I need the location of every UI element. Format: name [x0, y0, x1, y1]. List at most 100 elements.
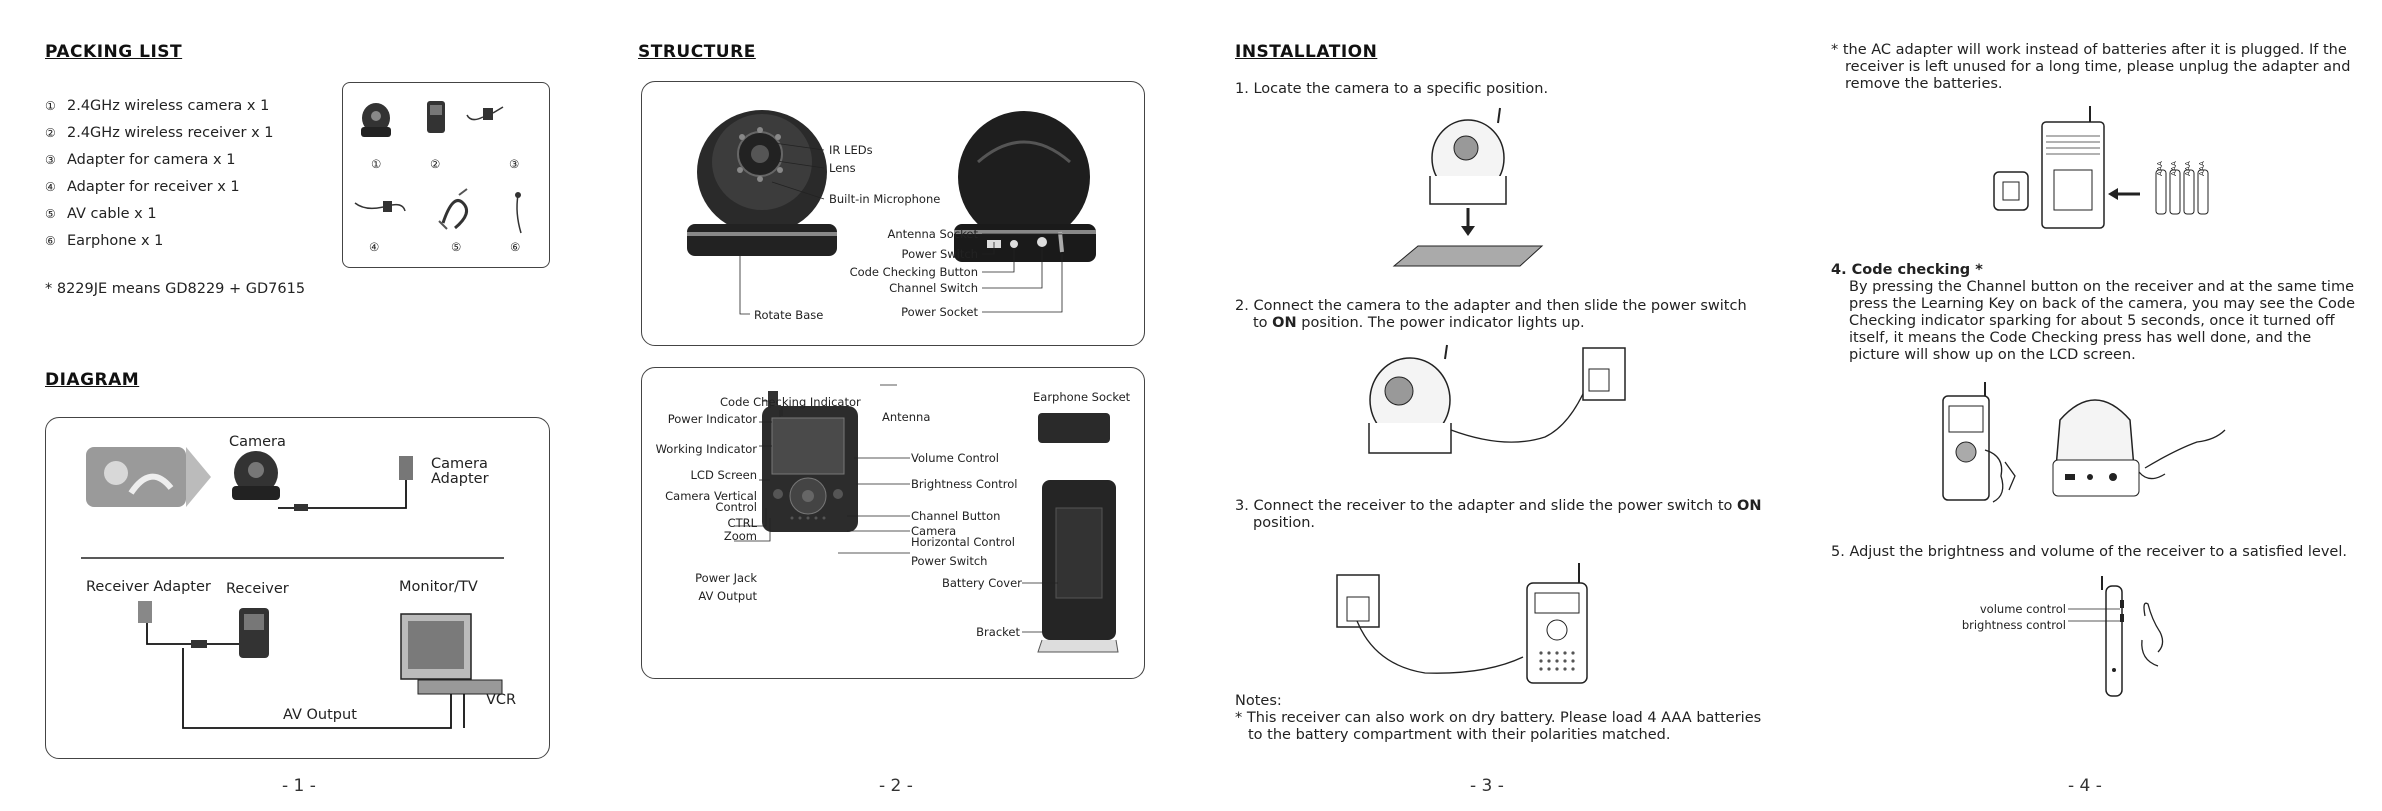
label-brightness-control: Brightness Control: [911, 477, 1018, 491]
label-lens: Lens: [829, 161, 856, 175]
label-battery-cover: Battery Cover: [942, 576, 1022, 590]
brightness-volume-illustration: [2101, 576, 2164, 697]
step-1-illustration: [1392, 107, 1544, 267]
label-av-output: AV Output: [283, 707, 357, 723]
label-camera-adapter-2: Adapter: [431, 471, 489, 487]
label-lcd-screen: LCD Screen: [690, 468, 757, 482]
step-3-on: ON: [1737, 498, 1762, 514]
volume-control-label: volume control: [1979, 602, 2066, 616]
note-text-b: to the battery compartment with their po…: [1248, 727, 1671, 743]
list-item: ① 2.4GHz wireless camera x 1: [45, 98, 269, 114]
list-item-text: 2.4GHz wireless receiver x 1: [67, 125, 274, 141]
notes-title: Notes:: [1235, 693, 1282, 709]
label-power-switch: Power Switch: [901, 247, 978, 261]
label-monitor: Monitor/TV: [399, 579, 478, 595]
step-4-line: press the Learning Key on back of the ca…: [1849, 296, 2356, 312]
label-camera-horizontal-2: Horizontal Control: [911, 535, 1015, 549]
label-power-jack: Power Jack: [695, 571, 757, 585]
label-camera-vertical-1: Camera Vertical: [665, 489, 757, 503]
label-antenna-socket: Antenna Socket: [887, 227, 978, 241]
label-code-checking-indicator: Code Checking Indicator: [720, 395, 861, 409]
step-4-line: By pressing the Channel button on the re…: [1849, 279, 2354, 295]
photo-number: ②: [430, 157, 441, 171]
step-4-line: itself, it means the Code Checking press…: [1849, 330, 2312, 346]
packing-list-title: PACKING LIST: [45, 42, 183, 62]
list-item: ③ Adapter for camera x 1: [45, 152, 235, 168]
list-item: ④ Adapter for receiver x 1: [45, 179, 240, 195]
step-4-line: Checking indicator sparking for about 5 …: [1849, 313, 2335, 329]
adapter-note-b: receiver is left unused for a long time,…: [1845, 59, 2351, 75]
label-camera-horizontal-1: Camera: [911, 524, 957, 538]
label-antenna: Antenna: [882, 410, 931, 424]
camera-structure-illustration: [687, 110, 1096, 315]
diagram-box: Camera Camera Adapter Receiver Adapter R…: [45, 417, 550, 759]
label-ir-leds: IR LEDs: [829, 143, 873, 157]
step-3-illustration: [1336, 563, 1588, 684]
list-item-number: ②: [45, 126, 56, 140]
step-4-title: 4. Code checking *: [1831, 262, 1983, 278]
page-number: - 2 -: [879, 776, 913, 796]
step-2-text-a: 2. Connect the camera to the adapter and…: [1235, 298, 1747, 314]
control-pointer-lines: [2068, 608, 2120, 622]
list-item-number: ③: [45, 153, 56, 167]
receiver-structure-illustration: [734, 384, 1119, 653]
diagram-title: DIAGRAM: [45, 370, 140, 390]
label-working-indicator: Working Indicator: [655, 442, 757, 456]
connection-diagram-illustration: [81, 447, 504, 729]
battery-label: AAA: [2198, 161, 2206, 176]
list-item-text: 2.4GHz wireless camera x 1: [67, 98, 270, 114]
packing-photo-box: ① ② ③ ④ ⑤ ⑥: [342, 82, 550, 268]
label-volume-control: Volume Control: [911, 451, 999, 465]
adapter-note-c: remove the batteries.: [1845, 76, 2003, 92]
battery-illustration: [1993, 106, 2209, 229]
list-item-text: AV cable x 1: [67, 206, 157, 222]
label-rotate-base: Rotate Base: [754, 308, 824, 322]
label-vcr: VCR: [486, 692, 517, 708]
list-item-text: Adapter for receiver x 1: [67, 179, 240, 195]
step-3-pre: 3. Connect the receiver to the adapter a…: [1235, 498, 1738, 514]
photo-number: ①: [371, 157, 382, 171]
label-channel-button: Channel Button: [911, 509, 1001, 523]
battery-label: AAA: [2184, 161, 2192, 176]
photo-number: ⑥: [510, 240, 521, 254]
structure-title: STRUCTURE: [638, 42, 756, 62]
model-note: * 8229JE means GD8229 + GD7615: [45, 281, 306, 297]
label-earphone-socket: Earphone Socket: [1033, 390, 1131, 404]
step-2-pre: to: [1253, 315, 1273, 331]
label-built-in-mic: Built-in Microphone: [829, 192, 941, 206]
page-number: - 4 -: [2068, 776, 2102, 796]
label-camera-adapter-1: Camera: [431, 456, 488, 472]
receiver-structure-box: Code Checking Indicator Antenna Power In…: [641, 367, 1145, 679]
step-2-on: ON: [1272, 315, 1297, 331]
label-ctrl: CTRL: [727, 516, 757, 530]
list-item-number: ①: [45, 99, 56, 113]
list-item-text: Earphone x 1: [67, 233, 164, 249]
list-item-number: ⑤: [45, 207, 56, 221]
step-2-text-b: to ON position. The power indicator ligh…: [1253, 315, 1585, 333]
list-item: ⑤ AV cable x 1: [45, 206, 157, 222]
code-checking-illustration: [1942, 382, 2226, 503]
list-item-text: Adapter for camera x 1: [67, 152, 236, 168]
photo-number: ⑤: [451, 240, 462, 254]
label-av-output: AV Output: [698, 589, 757, 603]
label-zoom: Zoom: [723, 529, 757, 543]
note-text-a: * This receiver can also work on dry bat…: [1235, 710, 1762, 726]
label-channel-switch: Channel Switch: [889, 281, 978, 295]
step-5-text: 5. Adjust the brightness and volume of t…: [1831, 544, 2347, 560]
page-number: - 1 -: [282, 776, 316, 796]
step-4-line: picture will show up on the LCD screen.: [1849, 347, 2136, 363]
step-1-text: 1. Locate the camera to a specific posit…: [1235, 81, 1549, 97]
list-item-number: ④: [45, 180, 56, 194]
photo-number: ③: [509, 157, 520, 171]
camera-structure-box: IR LEDs Lens Built-in Microphone Rotate …: [641, 81, 1145, 346]
step-3-text-b: position.: [1253, 515, 1316, 531]
label-power-indicator: Power Indicator: [667, 412, 757, 426]
label-code-checking-button: Code Checking Button: [849, 265, 978, 279]
adapter-note-a: * the AC adapter will work instead of ba…: [1831, 42, 2347, 58]
step-2-illustration: [1368, 344, 1626, 454]
list-item: ② 2.4GHz wireless receiver x 1: [45, 125, 274, 141]
page-number: - 3 -: [1470, 776, 1504, 796]
label-power-switch: Power Switch: [911, 554, 988, 568]
label-power-socket: Power Socket: [901, 305, 978, 319]
label-camera-vertical-2: Control: [715, 500, 757, 514]
